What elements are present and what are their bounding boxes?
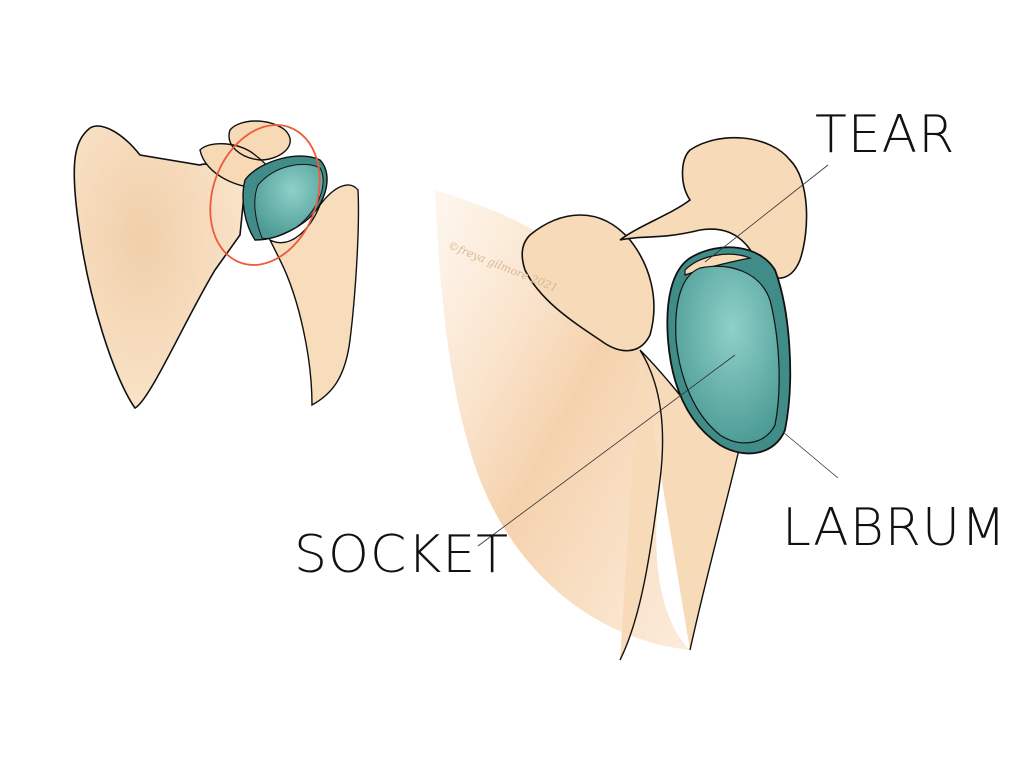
- small-shoulder: [73, 120, 360, 410]
- label-socket: SOCKET: [294, 525, 509, 585]
- tear-leader-line: [704, 164, 829, 263]
- label-labrum: LABRUM: [782, 498, 1007, 558]
- small-scapula: [73, 125, 246, 410]
- coracoid: [521, 214, 655, 352]
- large-shoulder: ©freya gilmore 2021: [435, 136, 839, 661]
- large-scapula: [435, 190, 690, 650]
- glenoid-socket: [675, 265, 780, 444]
- label-tear: TEAR: [815, 105, 955, 165]
- labrum-leader-line: [782, 431, 839, 479]
- socket-leader-line: [477, 354, 736, 547]
- highlight-circle: [209, 124, 321, 266]
- acromion: [619, 136, 808, 279]
